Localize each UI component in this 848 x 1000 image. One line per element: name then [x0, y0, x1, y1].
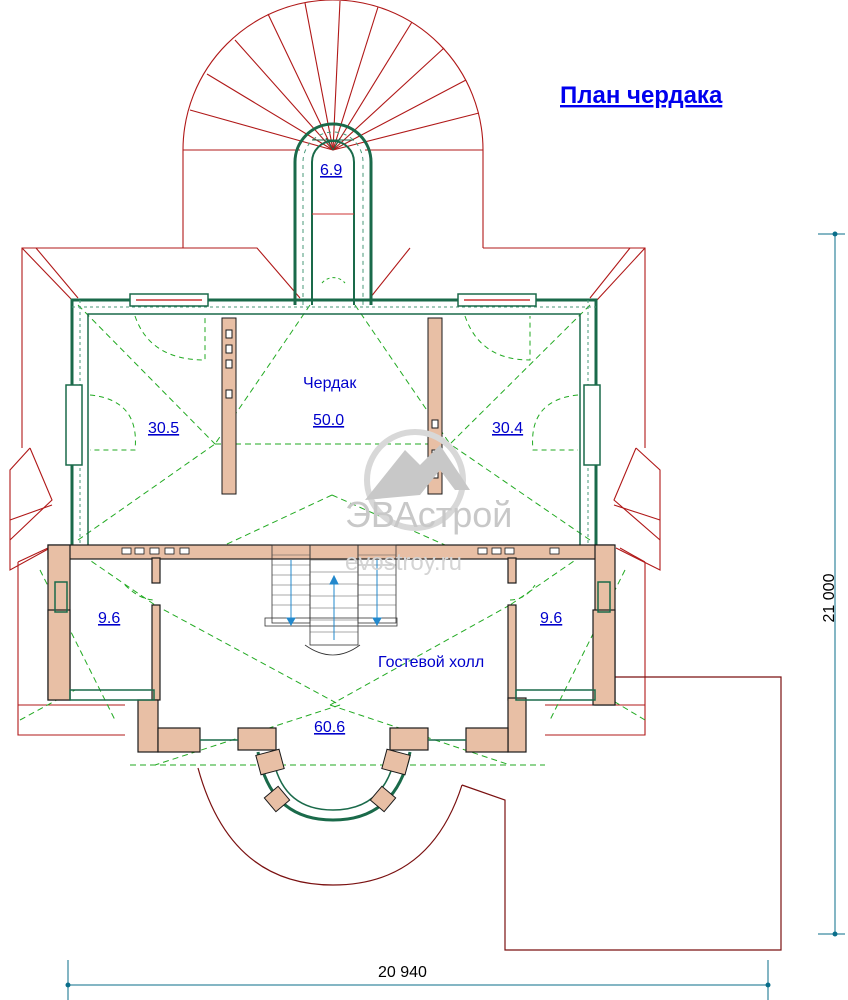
height-dimension: 21 000: [821, 573, 838, 622]
area-hall: 60.6: [314, 719, 345, 736]
area-right-small: 9.6: [540, 610, 562, 627]
dimension-lines: [65, 231, 845, 1000]
wall-fixtures: [121, 547, 560, 555]
area-stair-top: 6.9: [320, 162, 342, 179]
width-dimension: 20 940: [378, 964, 427, 981]
hall-walls: [47, 544, 616, 753]
terrace-outline: [197, 676, 782, 951]
hall-glazing: [54, 581, 611, 822]
area-left-small: 9.6: [98, 610, 120, 627]
stair-tower: [293, 122, 373, 305]
watermark-site: evostroy.ru: [345, 549, 462, 576]
area-left-room: 30.5: [148, 420, 179, 437]
room-name-attic: Чердак: [303, 375, 357, 392]
attic-windows: [65, 293, 601, 466]
bay-columns: [255, 748, 411, 813]
roof-outline: [9, 0, 661, 736]
roof-ridges: [19, 304, 646, 766]
watermark-name: ЭВАстрой: [345, 494, 512, 535]
door-swings: [89, 315, 579, 601]
area-attic: 50.0: [313, 412, 344, 429]
stair-arrows: [286, 560, 382, 640]
room-name-hall: Гостевой холл: [378, 654, 484, 671]
watermark: ЭВАстрой evostroy.ru: [345, 429, 512, 576]
area-right-room: 30.4: [492, 420, 523, 437]
house-logo-icon: [365, 445, 470, 500]
plan-title: План чердака: [560, 82, 723, 109]
